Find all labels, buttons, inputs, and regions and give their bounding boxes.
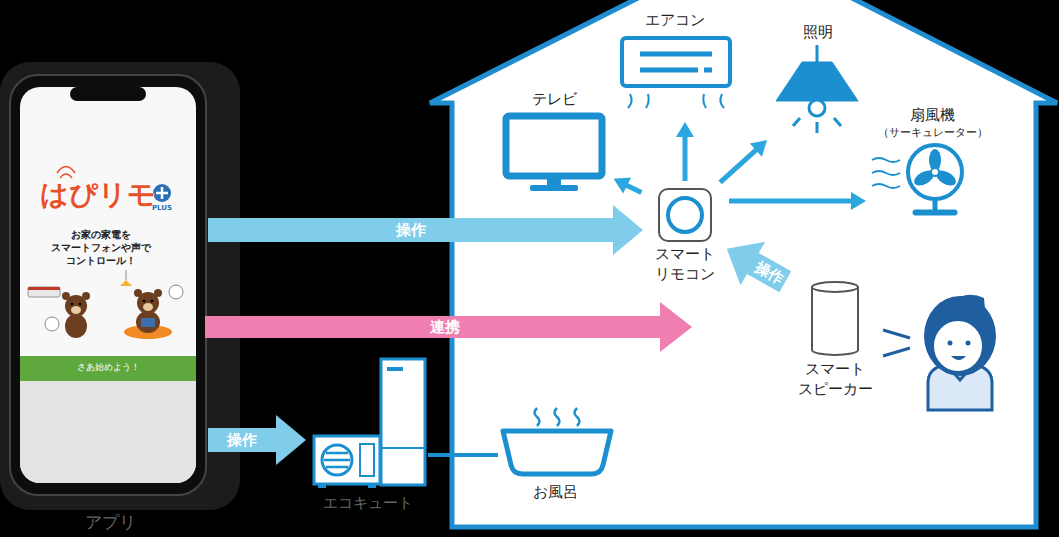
arrow-connector bbox=[208, 205, 643, 255]
node-text: アプリ bbox=[85, 511, 136, 533]
node-text: テレビ bbox=[532, 90, 577, 110]
arrow-connector bbox=[208, 415, 306, 465]
smart-speaker-node: スマート スピーカー bbox=[787, 275, 883, 405]
node-text: はぴリモ bbox=[40, 177, 156, 213]
house-outline bbox=[430, 0, 1057, 527]
smart-remote-icon bbox=[659, 189, 711, 241]
ecocute-node: エコキュート bbox=[308, 355, 428, 515]
aircon-node: エアコン bbox=[615, 8, 735, 118]
node-text: スマート スピーカー bbox=[791, 360, 879, 399]
edge-label: 操作 bbox=[751, 257, 786, 288]
bath-icon bbox=[503, 408, 611, 474]
edge-label: 操作 bbox=[227, 431, 257, 450]
aircon-icon bbox=[622, 38, 730, 108]
node-text: お風呂 bbox=[533, 483, 578, 503]
node-text: エコキュート bbox=[323, 494, 413, 514]
link-label: 連携 bbox=[430, 318, 460, 337]
smart-remote-node: スマート リモコン bbox=[645, 185, 725, 293]
tv-icon bbox=[506, 116, 602, 191]
pipe-line bbox=[428, 453, 498, 457]
bath-node: お風呂 bbox=[498, 402, 613, 504]
node-text: 照明 bbox=[803, 23, 833, 43]
link-arrow bbox=[205, 302, 692, 352]
arrow-connector bbox=[718, 140, 767, 184]
node-text: PLUS bbox=[152, 204, 172, 213]
fan-icon bbox=[872, 145, 962, 215]
arrow-connector bbox=[614, 177, 643, 194]
node-text: スマート リモコン bbox=[649, 245, 721, 284]
arrow-connector bbox=[727, 242, 791, 293]
node-text: さあ始めよう！ bbox=[77, 362, 140, 374]
phone bbox=[0, 62, 240, 510]
light-icon bbox=[776, 45, 858, 133]
light-node: 照明 bbox=[770, 20, 865, 140]
node-text: お家の家電を スマートフォンや声で コントロール！ bbox=[40, 228, 162, 267]
tv-node: テレビ bbox=[498, 88, 610, 193]
app-phone: はぴリモPLUS お家の家電を スマートフォンや声で コントロール！ さあ始めよう！… bbox=[10, 75, 206, 495]
node-text: （サーキュレーター） bbox=[878, 126, 988, 140]
arrow-connector bbox=[729, 192, 866, 210]
smart-speaker-icon bbox=[812, 282, 858, 355]
fan-node: 扇風機（サーキュレーター） bbox=[870, 105, 995, 217]
edge-label: 操作 bbox=[396, 221, 426, 240]
ecocute-icon bbox=[314, 359, 425, 488]
arrow-connector bbox=[676, 122, 694, 181]
node-text: エアコン bbox=[645, 11, 705, 31]
person-figure bbox=[883, 295, 996, 410]
node-text: 扇風機 bbox=[910, 106, 955, 126]
